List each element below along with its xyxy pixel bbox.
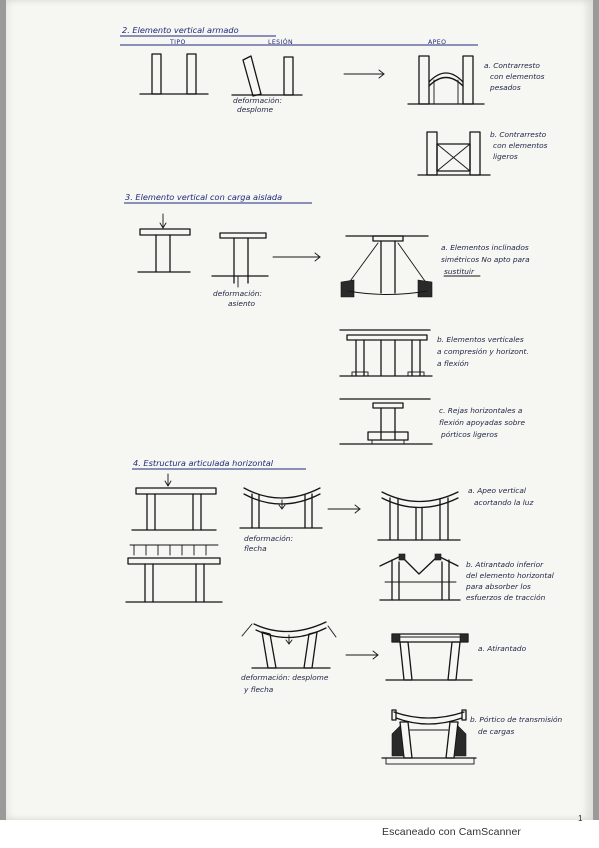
section-2-option-a-line-3: pesados [489,83,521,92]
column-header-apeo: APEO [428,39,446,46]
section-4-option-d-line-2: de cargas [478,727,514,736]
section-3-tipo-sketch [137,213,191,273]
section-4-option-d-line-1: b. Pórtico de transmisión [470,715,563,724]
section-4-lesion-2-sketch [241,621,337,669]
section-4-lesion-2-caption-2: y flecha [243,685,274,694]
section-2-apeo-b-sketch [417,131,491,176]
section-4-heading: 4. Estructura articulada horizontal [133,458,274,468]
section-4-apeo-c-sketch [385,633,473,681]
section-4-tipo-sketch [131,473,217,531]
scanner-footer-strip [0,820,599,848]
section-2-tipo-sketch [139,53,209,95]
section-3-lesion-caption-1: deformación: [213,289,262,298]
section-3-option-b-line-2: a compresión y horizont. [437,347,529,356]
section-2-lesion-sketch [231,55,303,97]
section-3-option-a-line-1: a. Elementos inclinados [441,243,529,252]
section-3-apeo-b-sketch [339,329,433,377]
section-4-option-a-line-2: acortando la luz [474,498,534,507]
section-2-option-b-line-2: con elementos [493,141,548,150]
section-2-option-b-line-1: b. Contrarresto [490,130,547,139]
section-4-option-c-line-1: a. Atirantado [478,644,527,653]
section-3-apeo-c-sketch [339,398,433,445]
section-4-lesion-caption-1: deformación: [244,534,293,543]
section-2-lesion-caption-2: desplome [237,105,274,114]
section-4-apeo-d-sketch [381,709,477,765]
section-4-option-b-line-4: esfuerzos de tracción [466,593,546,602]
column-header-tipo: TIPO [169,39,186,46]
section-4-lesion-sketch [239,487,323,529]
section-3-lesion-caption-2: asiento [228,299,256,308]
section-3-lesion-sketch [211,232,269,288]
section-2-option-a-line-2: con elementos [490,72,545,81]
section-2-option-b-line-3: ligeros [493,152,518,161]
section-2-arrow-icon [343,69,385,79]
section-4-arrow-icon-1 [327,504,361,514]
section-3-option-c-line-3: pórticos ligeros [440,430,498,439]
section-3-option-a-line-2: simétricos No apto para [441,255,530,264]
section-4-apeo-b-sketch [379,553,461,601]
section-3-option-b-line-1: b. Elementos verticales [437,335,524,344]
section-3-apeo-a-sketch [340,235,433,298]
section-4-option-b-line-3: para absorber los [465,582,531,591]
section-4-option-b-line-1: b. Atirantado inferior [466,560,544,569]
section-2-heading: 2. Elemento vertical armado [122,25,239,35]
page-number: 1 [578,814,583,823]
section-4-apeo-a-sketch [377,491,461,541]
section-4-option-a-line-1: a. Apeo vertical [468,486,527,495]
section-2-option-a-line-1: a. Contrarresto [484,61,540,70]
section-3-option-b-line-3: a flexión [437,359,469,368]
section-3-option-a-line-3: sustituir [444,267,475,276]
section-4-lesion-2-caption-1: deformación: desplome [241,673,329,682]
section-2-lesion-caption-1: deformación: [233,96,282,105]
section-4-arrow-icon-2 [345,650,379,660]
section-3-heading: 3. Elemento vertical con carga aislada [125,192,282,202]
scanned-page [6,0,593,820]
column-header-lesion: LESIÓN [268,37,293,46]
section-3-option-c-line-1: c. Rejas horizontales a [439,406,523,415]
section-3-option-c-line-2: flexión apoyadas sobre [439,418,525,427]
section-3-arrow-icon [272,252,321,262]
section-4-tipo-2-sketch [125,544,223,603]
scanner-watermark-text: Escaneado con CamScanner [382,826,521,838]
section-2-apeo-a-sketch [407,55,485,105]
section-4-option-b-line-2: del elemento horizontal [466,571,555,580]
section-4-lesion-caption-2: flecha [244,544,267,553]
